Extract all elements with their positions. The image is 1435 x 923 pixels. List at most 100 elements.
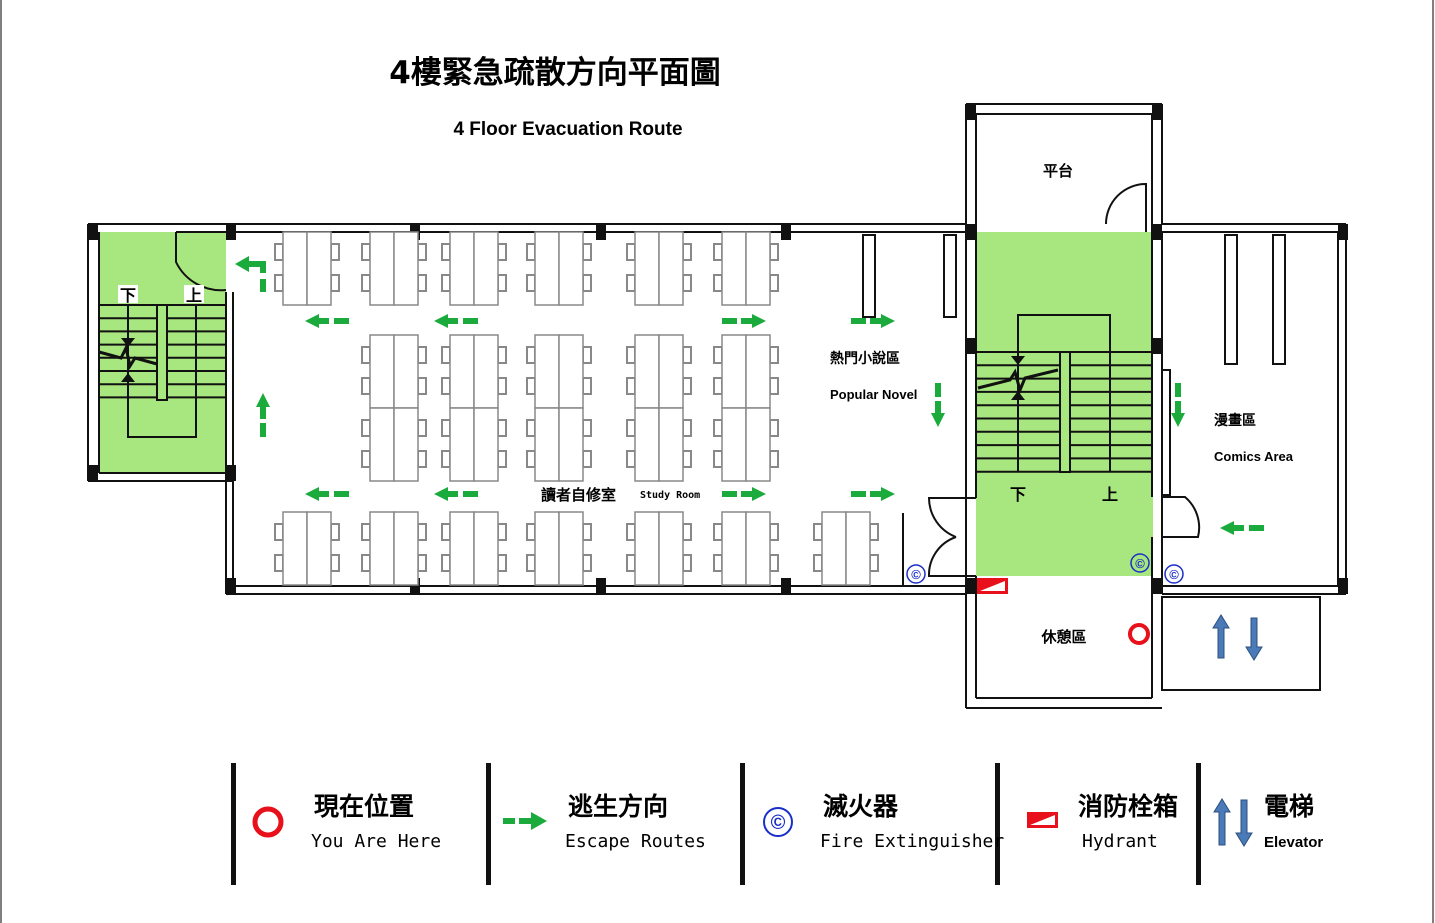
- desk: [745, 511, 771, 586]
- chair: [869, 554, 879, 572]
- chair: [626, 274, 636, 292]
- chair: [626, 523, 636, 541]
- legend-divider: [1196, 763, 1201, 885]
- chair: [441, 377, 451, 395]
- legend-hydrant-zh: 消防栓箱: [1078, 792, 1178, 821]
- chair: [441, 346, 451, 364]
- chair: [626, 554, 636, 572]
- desk: [721, 511, 747, 586]
- chair: [626, 243, 636, 261]
- extinguisher-icon: [906, 564, 926, 584]
- rest-area-label: 休憩區: [1040, 628, 1086, 646]
- arrow-head: [305, 314, 319, 328]
- desk: [473, 511, 499, 586]
- legend-hydrant-en: Hydrant: [1082, 831, 1158, 852]
- escape-arrow-left: [305, 314, 349, 328]
- arrow-dash: [317, 318, 329, 324]
- arrow-dash: [1249, 525, 1264, 531]
- chair: [582, 523, 592, 541]
- desk-group: [361, 231, 427, 306]
- extinguisher-symbol: ©: [911, 567, 921, 582]
- walls: [87, 103, 1347, 709]
- escape-arrows: [235, 256, 1264, 535]
- red-circle-icon: [252, 806, 284, 838]
- elevator-arrows-icon: [1213, 798, 1253, 847]
- stair-break-line: [977, 368, 1059, 395]
- shelf: [1224, 234, 1238, 365]
- desk: [369, 407, 395, 482]
- desk: [393, 334, 419, 409]
- arrow-dash: [935, 383, 941, 397]
- wall-pillar: [226, 224, 236, 240]
- arrow-dash: [851, 318, 866, 324]
- chair: [361, 377, 371, 395]
- chair: [330, 243, 340, 261]
- wall-pillar: [88, 224, 98, 240]
- desk: [534, 511, 560, 586]
- escape-arrow-corner: [235, 256, 266, 292]
- desk: [634, 334, 660, 409]
- chair: [417, 274, 427, 292]
- arrow-dash: [463, 318, 478, 324]
- desk-group: [713, 334, 779, 409]
- legend-escape-routes-en: Escape Routes: [565, 831, 706, 852]
- chair: [582, 274, 592, 292]
- desk: [534, 407, 560, 482]
- extinguisher-symbol: ©: [771, 812, 786, 834]
- chair: [361, 346, 371, 364]
- escape-arrow-down: [1171, 383, 1185, 427]
- elevator-arrows-icon: [1212, 614, 1263, 661]
- escape-arrow-right: [851, 487, 895, 501]
- arrow-dash: [260, 405, 266, 419]
- desk: [473, 231, 499, 306]
- arrow-dash: [722, 491, 737, 497]
- chair: [769, 346, 779, 364]
- chair: [497, 243, 507, 261]
- legend-divider: [740, 763, 745, 885]
- arrow-dash: [260, 279, 266, 292]
- chair: [813, 554, 823, 572]
- chair: [769, 450, 779, 468]
- wall-pillar: [966, 104, 976, 120]
- shelf: [1272, 234, 1286, 365]
- chair: [713, 243, 723, 261]
- desk-group: [441, 231, 507, 306]
- desk: [721, 407, 747, 482]
- extinguisher-icon: [1130, 553, 1150, 573]
- central-stair-rail: [1059, 351, 1071, 473]
- chair: [361, 243, 371, 261]
- desk-group: [274, 231, 340, 306]
- chair: [769, 554, 779, 572]
- chair: [869, 523, 879, 541]
- chair: [361, 450, 371, 468]
- chair: [526, 274, 536, 292]
- chair: [274, 523, 284, 541]
- arrow-head: [1171, 413, 1185, 427]
- chair: [526, 243, 536, 261]
- bookshelves: [862, 234, 1286, 496]
- desk: [721, 231, 747, 306]
- arrow-dash: [247, 261, 266, 267]
- wall-pillar: [1152, 224, 1162, 240]
- chair: [417, 377, 427, 395]
- chair: [274, 554, 284, 572]
- extinguisher-icon: [1164, 564, 1184, 584]
- chair: [682, 243, 692, 261]
- wall-pillar: [596, 224, 606, 240]
- chair: [769, 523, 779, 541]
- chair: [682, 274, 692, 292]
- chair: [497, 346, 507, 364]
- you-are-here-marker: [1128, 623, 1150, 645]
- arrow-head: [235, 256, 249, 272]
- wall-pillar: [226, 465, 236, 481]
- desk-group: [713, 231, 779, 306]
- desk: [745, 334, 771, 409]
- desk: [393, 407, 419, 482]
- study-room-label-zh: 讀者自修室: [541, 486, 616, 504]
- escape-arrow-left: [305, 487, 349, 501]
- desk: [306, 511, 332, 586]
- chair: [274, 274, 284, 292]
- study-desks: [274, 231, 879, 586]
- page-title: 4樓緊急疏散方向平面圖: [389, 55, 721, 91]
- wall-pillar: [966, 224, 976, 240]
